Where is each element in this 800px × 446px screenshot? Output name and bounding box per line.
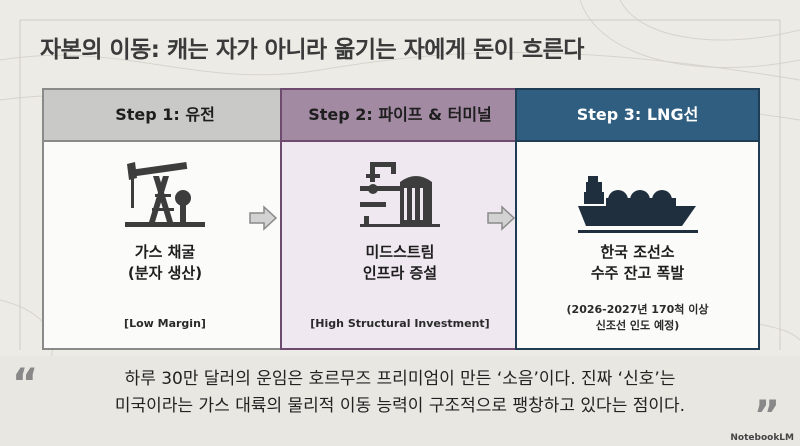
step-2-sub-text: [High Structural Investment] [310,317,490,330]
open-quote-icon: “ [12,361,39,407]
step-1-sub-text: [Low Margin] [124,317,206,330]
step-2-main-text: 미드스트림 인프라 증설 [362,243,438,282]
oil-pump-jack-icon [125,161,205,227]
step-3-header: Step 3: LNG선 [517,90,758,142]
step-2-card: Step 2: 파이프 & 터미널 미드스트림 인프라 증설 [High Str… [280,88,520,350]
step-2-header: Step 2: 파이프 & 터미널 [282,90,518,142]
arrow-right-icon [487,205,516,231]
arrow-right-icon [249,205,278,231]
step-1-main-text: 가스 채굴 (분자 생산) [127,243,203,282]
quote-text: 하루 30만 달러의 운임은 호르무즈 프리미엄이 만든 ‘소음’이다. 진짜 … [114,369,686,416]
step-3-main-text: 한국 조선소 수주 잔고 폭발 [590,243,685,282]
quote-box: “ 하루 30만 달러의 운임은 호르무즈 프리미엄이 만든 ‘소음’이다. 진… [0,356,800,446]
lng-ship-icon [577,176,698,233]
step-1-header: Step 1: 유전 [44,90,286,142]
step-3-sub-text: (2026-2027년 170척 이상 신조선 인도 예정) [566,303,709,332]
close-quote-icon: ” [753,393,780,439]
page-title: 자본의 이동: 캐는 자가 아니라 옮기는 자에게 돈이 흐른다 [40,37,584,63]
brand-watermark: NotebookLM [730,433,794,443]
step-3-card: Step 3: LNG선 한국 조선소 수주 잔고 폭발 (2026-2027년… [515,88,760,350]
pipeline-terminal-icon [360,162,440,227]
